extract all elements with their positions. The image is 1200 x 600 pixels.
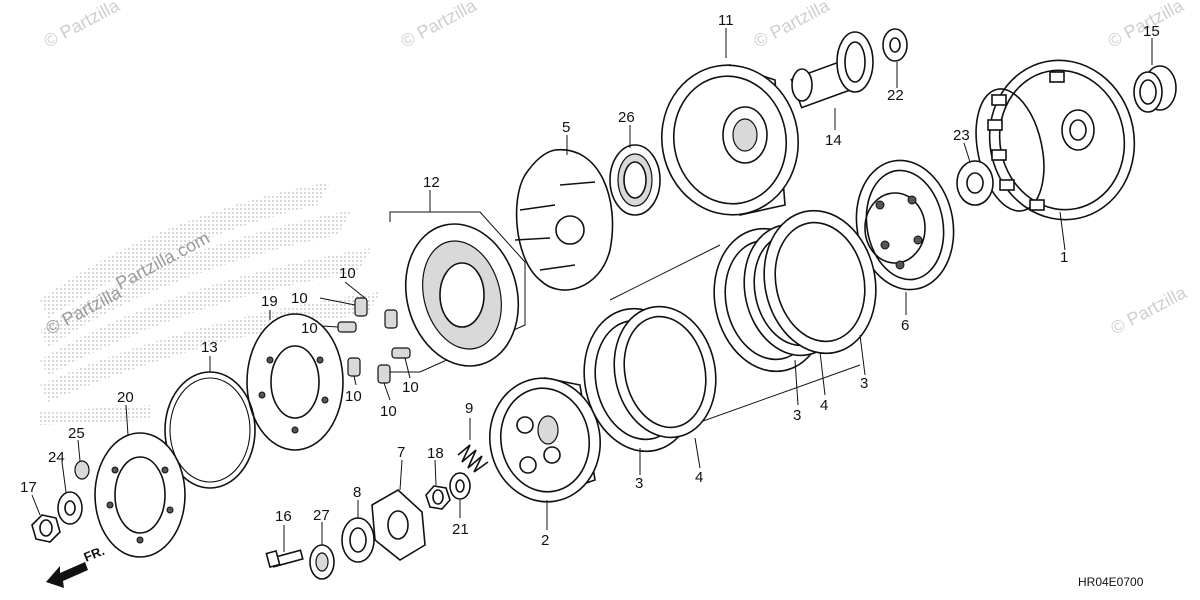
callout-1: 1 <box>1060 249 1068 266</box>
callout-10a: 10 <box>339 265 356 282</box>
callout-13: 13 <box>201 339 218 356</box>
callout-16: 16 <box>275 508 292 525</box>
callout-11: 11 <box>718 12 734 29</box>
callout-12: 12 <box>423 174 440 191</box>
callout-22: 22 <box>887 87 904 104</box>
callout-10e: 10 <box>380 403 397 420</box>
part-1-outer-housing <box>975 59 1136 221</box>
watermark-copyright-5: © Partzilla <box>1107 282 1190 339</box>
part-24-washer <box>57 491 83 525</box>
callout-25: 25 <box>68 425 85 442</box>
front-label: FR. <box>82 543 107 565</box>
watermark-copyright-1: © Partzilla <box>40 0 123 52</box>
part-25-nut <box>74 460 90 480</box>
part-15-bushing <box>1133 65 1177 113</box>
callout-10d: 10 <box>345 388 362 405</box>
part-19-plate <box>246 313 344 451</box>
callout-20: 20 <box>117 389 134 406</box>
part-16-bolt <box>265 549 304 569</box>
part-17-nut <box>31 514 61 543</box>
arrow-icon <box>46 562 88 588</box>
watermark-copyright-3: © Partzilla <box>750 0 833 52</box>
callout-17: 17 <box>20 479 37 496</box>
callout-21: 21 <box>452 521 469 538</box>
part-22-washer <box>882 28 908 62</box>
callout-2: 2 <box>541 532 549 549</box>
callout-labels: 11 5 26 12 14 22 15 23 1 6 3 4 3 4 3 2 9… <box>20 12 1160 549</box>
callout-5: 5 <box>562 119 570 136</box>
part-9-spring <box>457 444 489 473</box>
callout-4b: 4 <box>695 469 703 486</box>
callout-24: 24 <box>48 449 65 466</box>
callout-27: 27 <box>313 507 330 524</box>
callout-10f: 10 <box>402 379 419 396</box>
part-11-clutch-drum <box>660 63 800 216</box>
callout-3b: 3 <box>793 407 801 424</box>
front-direction-arrow: FR. <box>46 543 107 588</box>
part-27-bearing <box>309 544 335 580</box>
callout-4a: 4 <box>820 397 828 414</box>
part-5-drive-plate <box>514 149 614 291</box>
leader-lines <box>31 28 1153 552</box>
callout-15: 15 <box>1143 23 1160 40</box>
part-7-retainer-plate <box>371 489 426 561</box>
callout-26: 26 <box>618 109 635 126</box>
parts-3-4-clutch-discs <box>583 209 877 453</box>
part-6-pressure-plate <box>855 159 955 291</box>
callout-14: 14 <box>825 132 842 149</box>
callout-7: 7 <box>397 444 405 461</box>
callout-3c: 3 <box>635 475 643 492</box>
part-12-weight-assembly <box>389 211 526 373</box>
watermark-copyright-2: © Partzilla <box>397 0 480 52</box>
part-26-one-way-clutch <box>609 144 661 216</box>
diagram-code: HR04E0700 <box>1078 575 1144 589</box>
callout-3a: 3 <box>860 375 868 392</box>
callout-23: 23 <box>953 127 970 144</box>
part-20-plate <box>94 432 186 558</box>
part-18-nut <box>425 485 451 510</box>
part-23-washer <box>956 160 994 206</box>
callout-10b: 10 <box>291 290 308 307</box>
part-8-bearing <box>341 517 375 563</box>
part-2-clutch-center <box>488 376 602 503</box>
callout-18: 18 <box>427 445 444 462</box>
part-21-washer <box>449 472 471 500</box>
callout-9: 9 <box>465 400 473 417</box>
callout-10c: 10 <box>301 320 318 337</box>
callout-8: 8 <box>353 484 361 501</box>
part-14-drive-gear <box>790 31 874 109</box>
callout-6: 6 <box>901 317 909 334</box>
callout-19: 19 <box>261 293 278 310</box>
